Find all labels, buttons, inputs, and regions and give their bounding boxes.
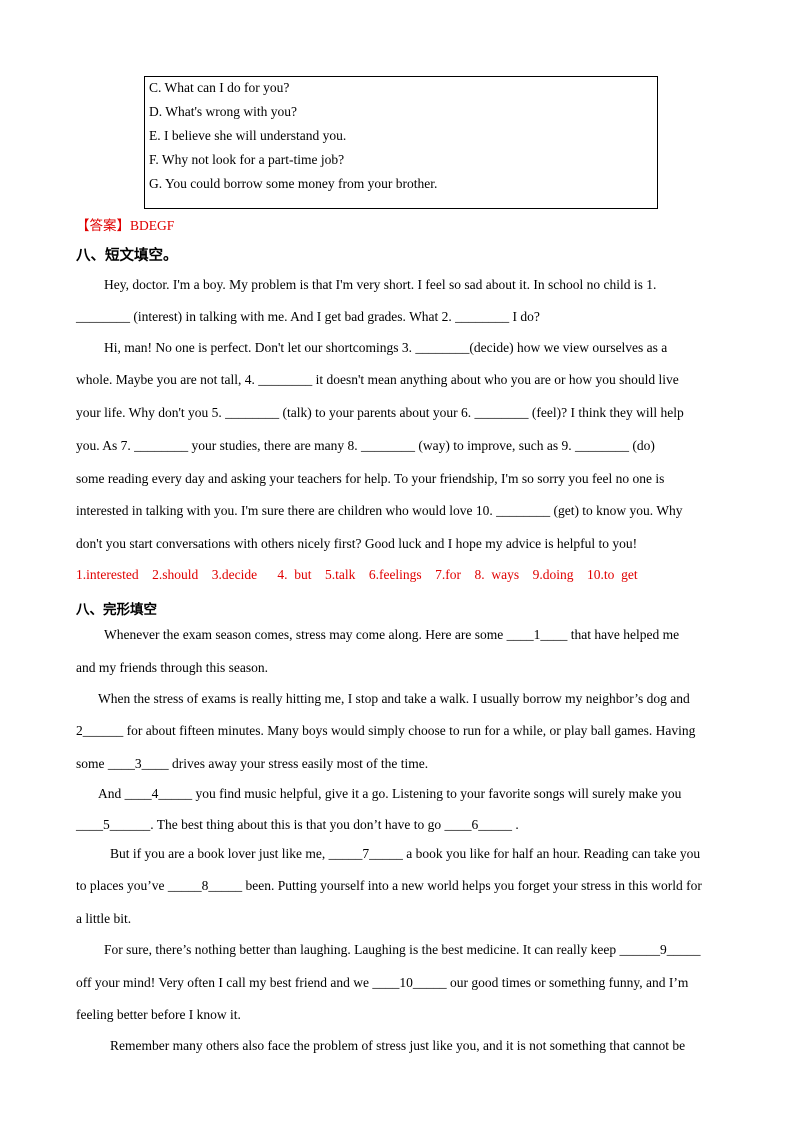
section-heading-cloze: 八、完形填空 — [76, 602, 157, 618]
blank-7: _____7_____ — [328, 846, 403, 861]
cloze-text: you find music helpful, give it a go. Li… — [192, 786, 682, 801]
option-e: E. I believe she will understand you. — [149, 128, 347, 143]
passage-line: your life. Why don't you 5. ________ (ta… — [76, 405, 684, 420]
cloze-line: some ____3____ drives away your stress e… — [76, 756, 428, 772]
cloze-text: off your mind! Very often I call my best… — [76, 975, 373, 990]
answer-line: 【答案】BDEGF — [76, 218, 175, 233]
cloze-text: . — [511, 817, 519, 832]
cloze-text: drives away your stress easily most of t… — [168, 756, 429, 771]
cloze-line: off your mind! Very often I call my best… — [76, 975, 688, 991]
passage-line: some reading every day and asking your t… — [76, 471, 665, 486]
cloze-text: For sure, there’s nothing better than la… — [104, 942, 620, 957]
cloze-text: for about fifteen minutes. Many boys wou… — [123, 723, 696, 738]
passage-line: Hi, man! No one is perfect. Don't let ou… — [104, 340, 668, 355]
blank-2: 2______ — [76, 723, 124, 738]
cloze-line: For sure, there’s nothing better than la… — [104, 942, 700, 958]
blank-4: ____4_____ — [124, 786, 193, 801]
cloze-text: a book you like for half an hour. Readin… — [402, 846, 701, 861]
cloze-text: been. Putting yourself into a new world … — [242, 878, 702, 893]
cloze-line: But if you are a book lover just like me… — [110, 846, 700, 862]
option-g: G. You could borrow some money from your… — [149, 176, 438, 191]
cloze-line: and my friends through this season. — [76, 660, 268, 675]
blank-10: ____10_____ — [372, 975, 447, 990]
cloze-text: our good times or something funny, and I… — [446, 975, 689, 990]
option-c: C. What can I do for you? — [149, 80, 290, 95]
section-heading-fill-blank: 八、短文填空。 — [76, 248, 178, 264]
passage-line: don't you start conversations with other… — [76, 536, 638, 551]
option-d: D. What's wrong with you? — [149, 104, 298, 119]
cloze-text: to places you’ve — [76, 878, 168, 893]
passage-line: Hey, doctor. I'm a boy. My problem is th… — [104, 277, 657, 292]
passage-line: interested in talking with you. I'm sure… — [76, 503, 683, 518]
cloze-text: some — [76, 756, 108, 771]
blank-3: ____3____ — [107, 756, 169, 771]
cloze-text: . The best thing about this is that you … — [150, 817, 445, 832]
cloze-text: But if you are a book lover just like me… — [110, 846, 329, 861]
cloze-line: Remember many others also face the probl… — [110, 1038, 686, 1053]
cloze-text: that have helped me — [567, 627, 680, 642]
blank-5: ____5______ — [76, 817, 151, 832]
cloze-text: And — [98, 786, 125, 801]
passage-line: ________ (interest) in talking with me. … — [76, 309, 540, 324]
cloze-line: ____5______. The best thing about this i… — [76, 817, 519, 833]
blank-6: ____6_____ — [444, 817, 512, 832]
cloze-line: When the stress of exams is really hitti… — [98, 691, 690, 706]
cloze-line: Whenever the exam season comes, stress m… — [104, 627, 679, 643]
options-box: C. What can I do for you? D. What's wron… — [144, 76, 658, 209]
fill-blank-answers: 1.interested 2.should 3.decide 4. but 5.… — [76, 567, 638, 582]
passage-line: you. As 7. ________ your studies, there … — [76, 438, 655, 453]
cloze-line: a little bit. — [76, 911, 132, 926]
cloze-line: to places you’ve _____8_____ been. Putti… — [76, 878, 702, 894]
option-f: F. Why not look for a part-time job? — [149, 152, 345, 167]
blank-1: ____1____ — [506, 627, 568, 642]
passage-line: whole. Maybe you are not tall, 4. ______… — [76, 372, 679, 387]
cloze-line: 2______ for about fifteen minutes. Many … — [76, 723, 695, 739]
blank-8: _____8_____ — [167, 878, 243, 893]
blank-9: ______9_____ — [619, 942, 701, 957]
cloze-line: feeling better before I know it. — [76, 1007, 241, 1022]
cloze-text: Whenever the exam season comes, stress m… — [104, 627, 507, 642]
cloze-line: And ____4_____ you find music helpful, g… — [98, 786, 681, 802]
